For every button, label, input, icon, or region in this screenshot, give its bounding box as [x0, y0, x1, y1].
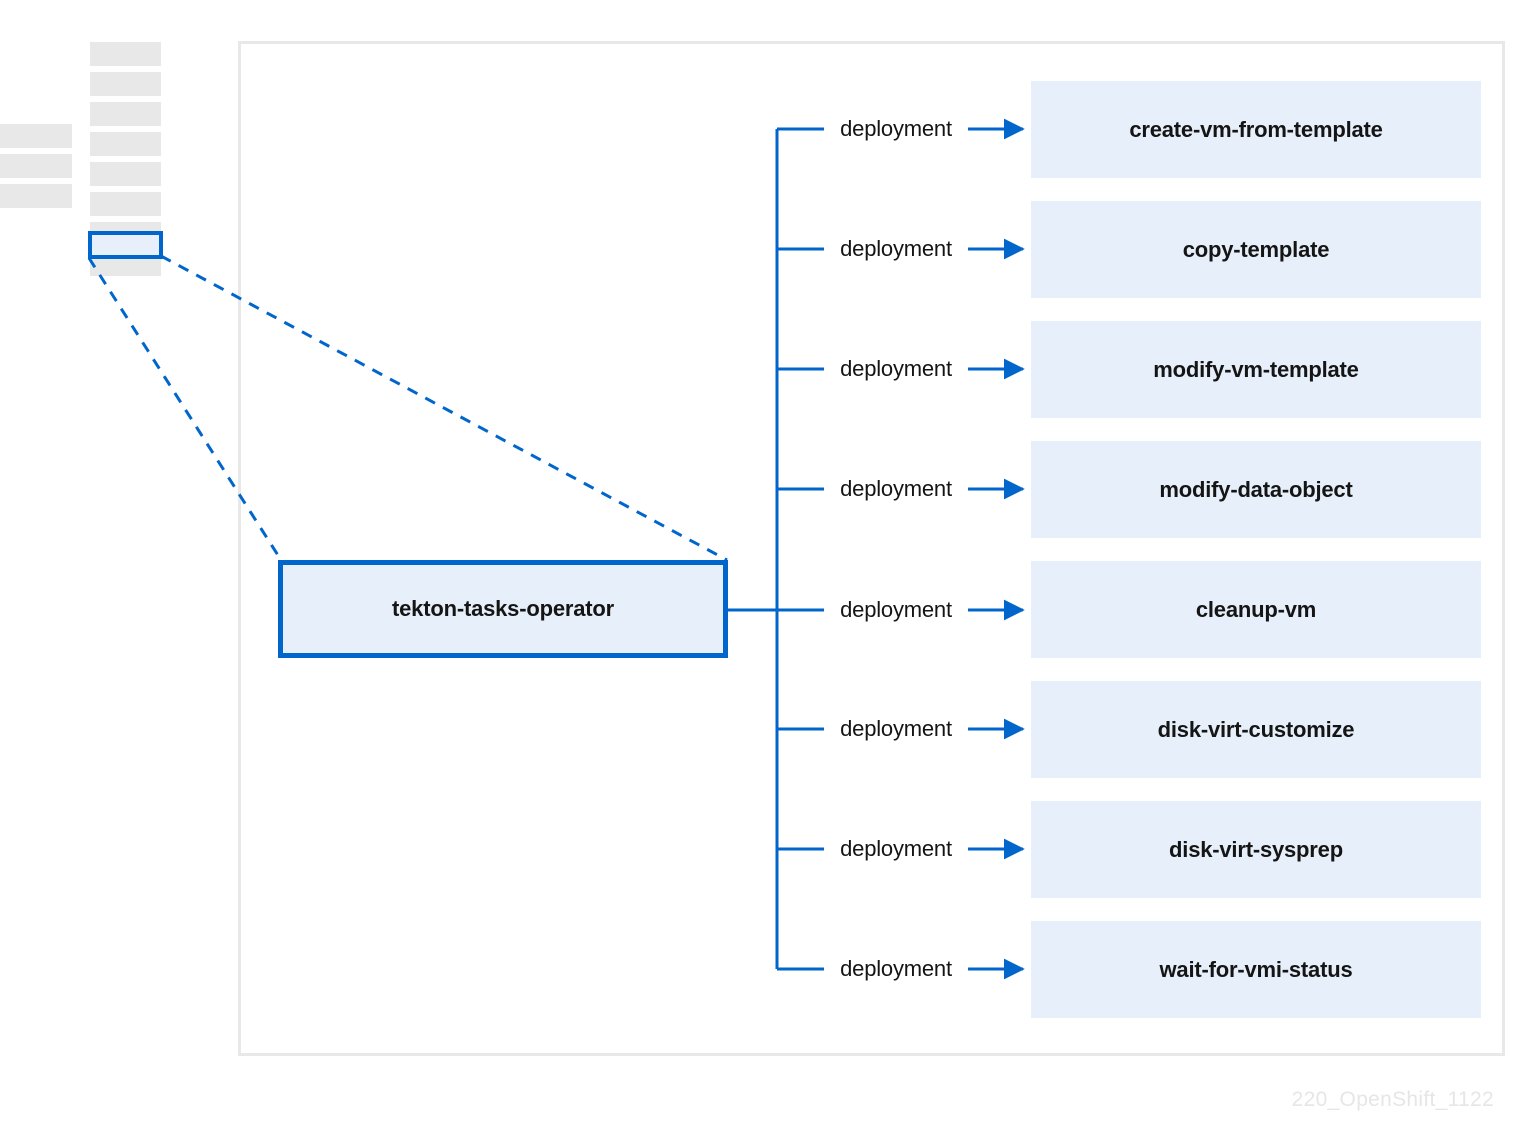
edge-label-5: deployment: [840, 597, 952, 622]
task-node[interactable]: wait-for-vmi-status: [1031, 921, 1481, 1018]
task-node-label: disk-virt-sysprep: [1169, 836, 1343, 862]
task-node[interactable]: copy-template: [1031, 201, 1481, 298]
ghost-nav-row-inner-3: [90, 102, 161, 126]
task-node-label: modify-data-object: [1159, 476, 1353, 502]
ghost-nav-row-inner-6: [90, 192, 161, 216]
ghost-nav-row-outer-3: [0, 184, 72, 208]
edge-label-2: deployment: [840, 236, 952, 261]
edge-label-4: deployment: [840, 476, 952, 501]
task-node[interactable]: create-vm-from-template: [1031, 81, 1481, 178]
ghost-nav-row-inner-1: [90, 42, 161, 66]
edge-label-8: deployment: [840, 956, 952, 981]
task-node[interactable]: modify-data-object: [1031, 441, 1481, 538]
task-node-label: copy-template: [1182, 236, 1330, 262]
task-node-label: wait-for-vmi-status: [1159, 956, 1353, 982]
task-node-label: cleanup-vm: [1195, 596, 1317, 622]
ghost-nav-row-inner-5: [90, 162, 161, 186]
sidebar-item-selected[interactable]: [88, 231, 163, 259]
operator-node-label: tekton-tasks-operator: [392, 596, 614, 621]
ghost-nav-row-inner-2: [90, 72, 161, 96]
ghost-nav-row-outer-1: [0, 124, 72, 148]
task-node[interactable]: disk-virt-customize: [1031, 681, 1481, 778]
ghost-nav-row-inner-4: [90, 132, 161, 156]
task-node[interactable]: cleanup-vm: [1031, 561, 1481, 658]
task-node-label: disk-virt-customize: [1157, 716, 1355, 742]
watermark: 220_OpenShift_1122: [1291, 1088, 1494, 1111]
task-node-label: modify-vm-template: [1153, 356, 1359, 382]
ghost-nav-row-outer-2: [0, 154, 72, 178]
task-node-label: create-vm-from-template: [1129, 116, 1383, 142]
operator-node[interactable]: tekton-tasks-operator: [278, 560, 728, 658]
edge-label-6: deployment: [840, 716, 952, 741]
edge-label-7: deployment: [840, 836, 952, 861]
task-node[interactable]: disk-virt-sysprep: [1031, 801, 1481, 898]
content-frame: [238, 41, 1505, 1056]
task-node[interactable]: modify-vm-template: [1031, 321, 1481, 418]
edge-label-3: deployment: [840, 356, 952, 381]
edge-label-1: deployment: [840, 116, 952, 141]
